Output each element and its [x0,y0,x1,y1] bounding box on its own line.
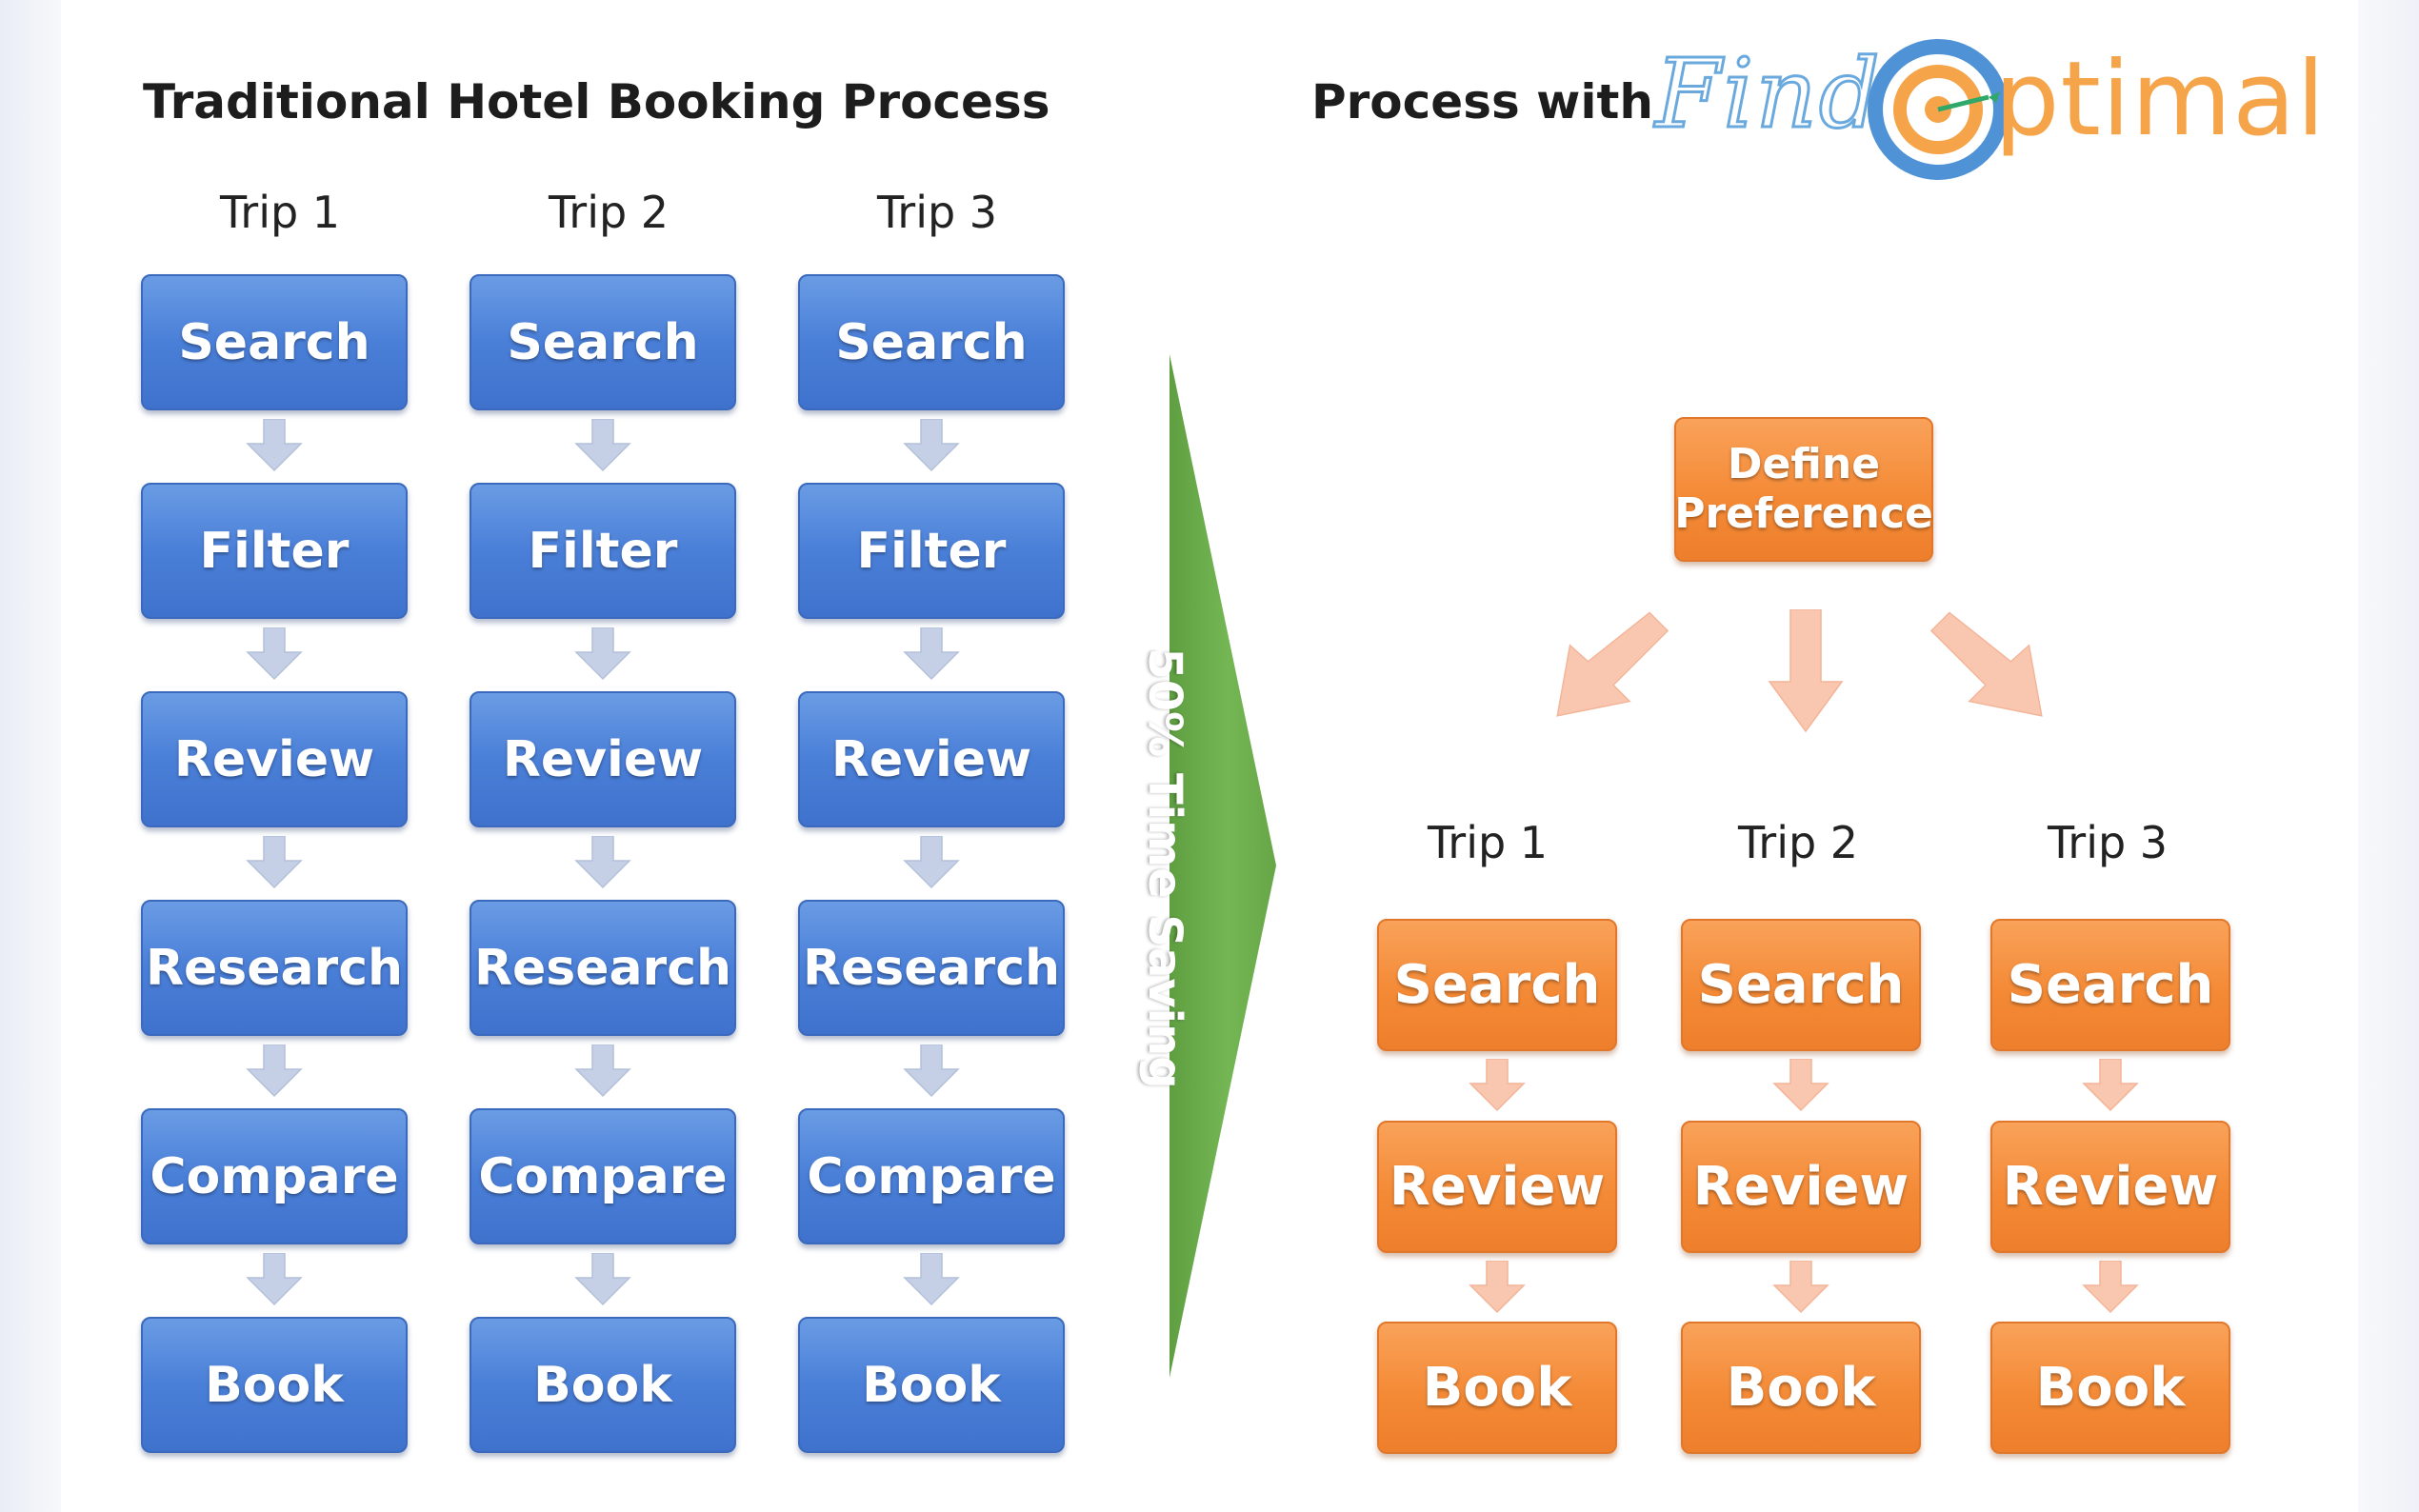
down-arrow-icon [574,627,631,681]
left-trip-3-research-step: Research [798,900,1065,1036]
right-trip-1-book-step: Book [1377,1322,1617,1454]
traditional-process-title: Traditional Hotel Booking Process [143,74,1050,129]
down-arrow-icon [246,836,303,889]
down-arrow-icon [574,1253,631,1306]
define-preference-box: Define Preference [1674,417,1933,562]
down-arrow-icon [1469,1059,1526,1112]
down-arrow-icon [903,836,960,889]
left-trip-1-search-step: Search [141,274,408,410]
down-arrow-icon [574,836,631,889]
left-trip-2-filter-step: Filter [470,483,736,619]
left-trip-1-book-step: Book [141,1317,408,1453]
left-trip-1-label: Trip 1 [219,187,341,238]
left-trip-2-review-step: Review [470,691,736,827]
down-arrow-icon [574,1044,631,1098]
down-arrow-icon [1469,1261,1526,1314]
down-arrow-icon [903,419,960,472]
down-arrow-icon [246,1253,303,1306]
left-trip-3-search-step: Search [798,274,1065,410]
down-arrow-icon [1772,1261,1829,1314]
left-trip-2-research-step: Research [470,900,736,1036]
down-arrow-icon [1772,1059,1829,1112]
right-trip-2-book-step: Book [1681,1322,1921,1454]
left-trip-1-filter-step: Filter [141,483,408,619]
down-right-arrow-icon [1929,604,2063,737]
process-with-title: Process with [1311,74,1653,129]
define-preference-line-1: Define [1727,440,1881,488]
right-trip-1-review-step: Review [1377,1121,1617,1253]
right-trip-3-review-step: Review [1990,1121,2230,1253]
right-trip-3-book-step: Book [1990,1322,2230,1454]
right-trip-1-label: Trip 1 [1427,817,1549,868]
down-arrow-icon [246,1044,303,1098]
down-arrow-icon [1768,609,1844,733]
transition-arrow-body [1170,354,1276,1378]
right-trip-2-label: Trip 2 [1737,817,1859,868]
target-icon [1867,38,2009,181]
left-trip-3-book-step: Book [798,1317,1065,1453]
findoptimal-logo: Find ptimal [1654,30,2325,180]
down-arrow-icon [903,1044,960,1098]
logo-find-text: Find [1654,37,1882,151]
down-arrow-icon [903,627,960,681]
left-trip-3-filter-step: Filter [798,483,1065,619]
left-trip-1-research-step: Research [141,900,408,1036]
right-trip-1-search-step: Search [1377,919,1617,1051]
down-arrow-icon [574,419,631,472]
right-trip-3-label: Trip 3 [2047,817,2169,868]
left-trip-1-compare-step: Compare [141,1108,408,1244]
left-trip-2-search-step: Search [470,274,736,410]
left-trip-2-book-step: Book [470,1317,736,1453]
down-left-arrow-icon [1543,604,1676,737]
left-trip-3-compare-step: Compare [798,1108,1065,1244]
define-preference-line-2: Preference [1674,489,1933,538]
right-trip-2-search-step: Search [1681,919,1921,1051]
left-trip-3-review-step: Review [798,691,1065,827]
down-arrow-icon [2082,1261,2139,1314]
down-arrow-icon [246,419,303,472]
time-saving-label: 50% Time Saving [1138,647,1191,1089]
left-trip-1-review-step: Review [141,691,408,827]
left-trip-2-compare-step: Compare [470,1108,736,1244]
left-trip-3-label: Trip 3 [876,187,998,238]
down-arrow-icon [246,627,303,681]
right-trip-2-review-step: Review [1681,1121,1921,1253]
down-arrow-icon [903,1253,960,1306]
down-arrow-icon [2082,1059,2139,1112]
right-trip-3-search-step: Search [1990,919,2230,1051]
left-trip-2-label: Trip 2 [548,187,670,238]
logo-optimal-text: ptimal [1994,40,2327,159]
